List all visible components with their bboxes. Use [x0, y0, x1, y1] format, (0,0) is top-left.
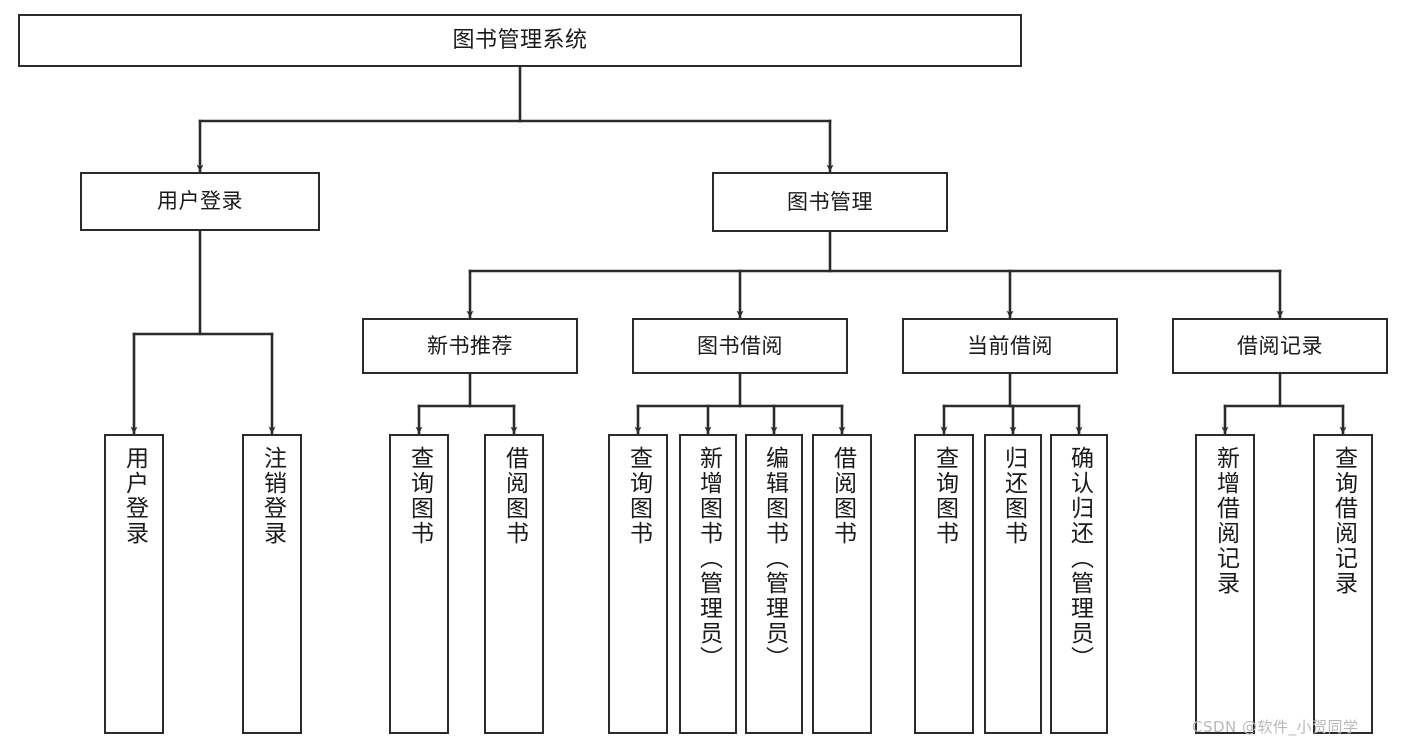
node-user-login[interactable]: 用户登录: [80, 172, 320, 231]
node-label: 当前借阅: [967, 333, 1053, 358]
node-leaf-cb-confirm[interactable]: 确认归还（管理员）: [1050, 434, 1108, 734]
node-root[interactable]: 图书管理系统: [18, 14, 1022, 67]
node-leaf-bb-query[interactable]: 查询图书: [608, 434, 668, 734]
node-leaf-user-login[interactable]: 用户登录: [104, 434, 164, 734]
node-label: 注销登录: [259, 446, 286, 546]
node-label: 查询图书: [406, 446, 433, 546]
node-leaf-cb-query[interactable]: 查询图书: [914, 434, 974, 734]
node-leaf-rec-query[interactable]: 查询图书: [389, 434, 449, 734]
node-leaf-rec-borrow[interactable]: 借阅图书: [484, 434, 544, 734]
node-label: 查询借阅记录: [1330, 446, 1357, 596]
edge-paths: [130, 65, 1347, 435]
node-label: 用户登录: [157, 189, 243, 214]
node-label: 借阅记录: [1237, 333, 1323, 358]
node-label: 用户登录: [121, 446, 148, 546]
node-label: 编辑图书（管理员）: [761, 446, 788, 671]
node-leaf-bb-add[interactable]: 新增图书（管理员）: [679, 434, 737, 734]
node-label: 新书推荐: [427, 333, 513, 358]
node-label: 确认归还（管理员）: [1066, 446, 1093, 671]
node-book-manage[interactable]: 图书管理: [712, 172, 948, 232]
node-current-borrow[interactable]: 当前借阅: [902, 318, 1118, 374]
node-label: 归还图书: [1000, 446, 1027, 546]
node-label: 新增借阅记录: [1212, 446, 1239, 596]
node-label: 图书管理: [787, 189, 873, 214]
node-label: 查询图书: [931, 446, 958, 546]
node-label: 图书借阅: [697, 333, 783, 358]
node-leaf-user-logout[interactable]: 注销登录: [242, 434, 302, 734]
node-leaf-br-query[interactable]: 查询借阅记录: [1313, 434, 1373, 734]
node-label: 借阅图书: [501, 446, 528, 546]
node-leaf-br-add[interactable]: 新增借阅记录: [1195, 434, 1255, 734]
node-leaf-cb-return[interactable]: 归还图书: [984, 434, 1042, 734]
node-label: 查询图书: [625, 446, 652, 546]
node-new-book-rec[interactable]: 新书推荐: [362, 318, 578, 374]
node-borrow-record[interactable]: 借阅记录: [1172, 318, 1388, 374]
node-label: 新增图书（管理员）: [695, 446, 722, 671]
node-book-borrow[interactable]: 图书借阅: [632, 318, 848, 374]
node-leaf-bb-edit[interactable]: 编辑图书（管理员）: [745, 434, 803, 734]
node-leaf-bb-borrow[interactable]: 借阅图书: [812, 434, 872, 734]
node-label: 借阅图书: [829, 446, 856, 546]
node-label: 图书管理系统: [452, 27, 588, 53]
